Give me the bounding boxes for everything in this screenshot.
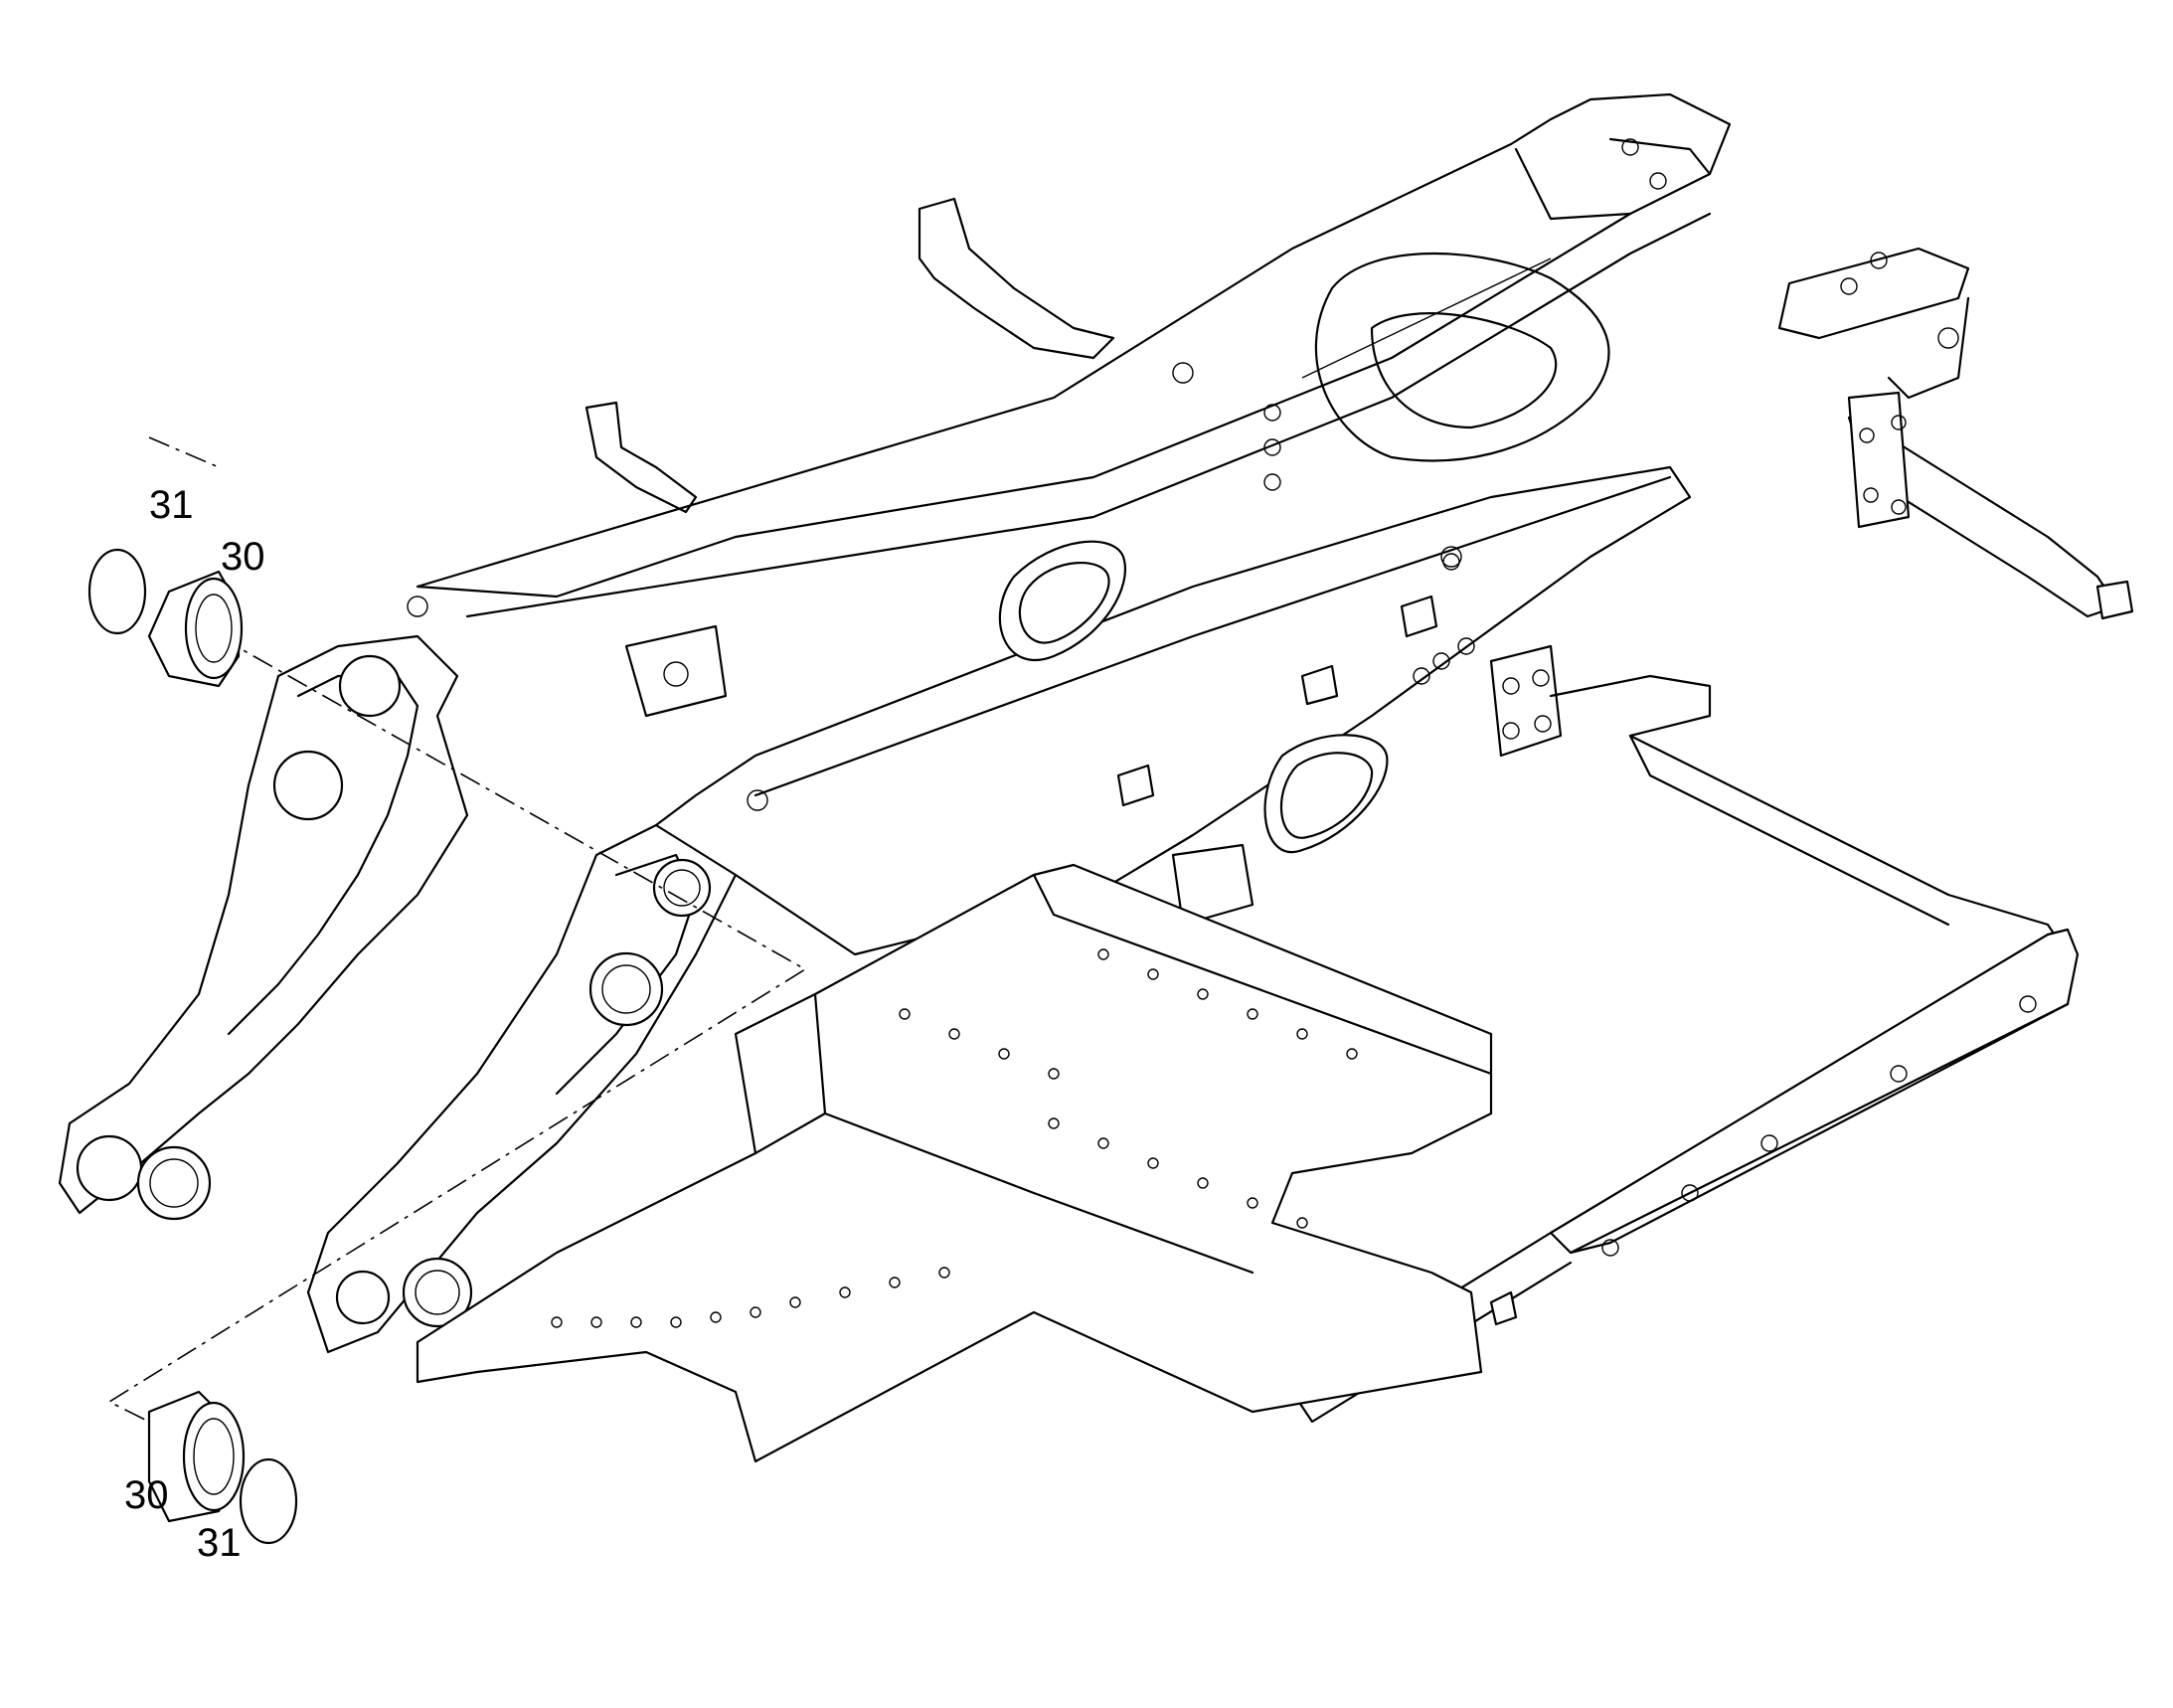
oval-openings: [998, 540, 1389, 854]
part-label-bushing-top: 30: [221, 535, 265, 579]
bushing-top-shape: [87, 548, 244, 688]
left-outrigger-arms: [585, 197, 1115, 514]
axis-lines: [107, 436, 807, 1423]
rear-hitch-plates: [1489, 644, 1563, 758]
rear-opening: [1301, 252, 1610, 462]
right-side-plate: [306, 823, 738, 1354]
part-label-ring-top: 31: [149, 483, 194, 527]
part-label-bushing-bottom: 30: [124, 1473, 169, 1517]
bushing-bottom-shape: [147, 1390, 298, 1545]
right-rear-block: [1777, 247, 1970, 400]
upper-frame-rail: [416, 92, 1732, 618]
right-outrigger-arm: [1847, 391, 2134, 620]
floor-plate: [416, 863, 1493, 1463]
mounting-blocks: [624, 362, 1475, 927]
part-label-ring-bottom: 31: [197, 1521, 242, 1565]
left-side-plate: [58, 596, 469, 1221]
